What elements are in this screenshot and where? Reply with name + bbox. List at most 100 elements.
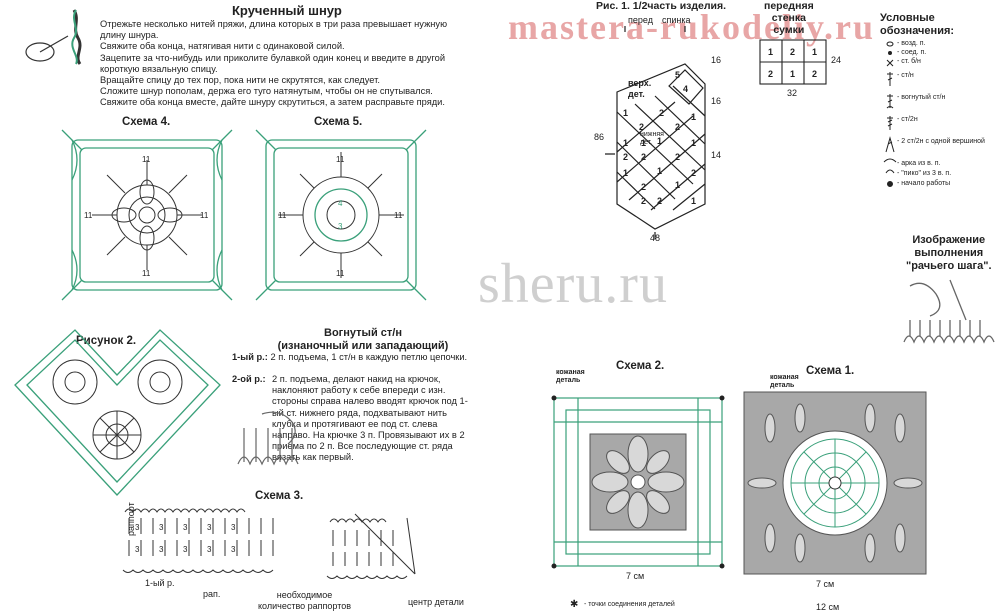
svg-text:11: 11 <box>278 211 287 220</box>
figure1-cell-number: 1 <box>623 168 628 178</box>
figure1-dim-16b: 16 <box>711 96 722 106</box>
figure1-cell-number: 2 <box>675 122 680 132</box>
figure1-front-label: перед <box>628 15 653 25</box>
concave-title: Вогнутый ст/н (изнаночный или западающий… <box>277 327 449 352</box>
figure1-bottom-part-label: нижняя дет. <box>640 131 664 146</box>
legend-item: - ст. б/н <box>897 58 921 65</box>
legend-title: Условные обозначения: <box>880 12 955 37</box>
cord-instructions: Отрежьте несколько нитей пряжи, длина ко… <box>100 19 448 108</box>
figure1-cell-number: 1 <box>691 138 696 148</box>
svg-text:3: 3 <box>135 523 140 532</box>
legend-item: - соед. п. <box>897 49 927 56</box>
svg-text:11: 11 <box>200 211 209 220</box>
scheme1-leather-label: кожаная деталь <box>770 374 799 389</box>
scheme3-rap-label: рап. <box>203 589 221 599</box>
scheme1-title: Схема 1. <box>806 365 855 377</box>
svg-text:3: 3 <box>231 523 236 532</box>
figure1-cell-number: 1 <box>691 112 696 122</box>
figure1-cell-number: 1 <box>623 138 628 148</box>
concave-row1-text: 2 п. подъема, 1 ст/н в каждую петлю цепо… <box>270 352 468 362</box>
figure2-title: Рисунок 2. <box>76 335 137 347</box>
svg-text:3: 3 <box>183 523 188 532</box>
figure1-cell-number: 2 <box>641 196 646 206</box>
concave-row2-text: 2 п. подъема, делают накид на крючок, на… <box>272 374 468 463</box>
concave-stitch-illustration <box>237 411 299 466</box>
figure2-diagram <box>14 329 221 496</box>
figure1-cell-number: 1 <box>675 180 680 190</box>
svg-text:3: 3 <box>231 545 236 554</box>
svg-text:11: 11 <box>84 211 93 220</box>
legend-list: - возд. п. - соед. п. - ст. б/н - ст/н -… <box>883 40 998 190</box>
scheme1-diagram <box>743 391 927 575</box>
legend-item: - ст/н <box>897 72 914 79</box>
legend-item: - арка из в. п. <box>897 160 941 167</box>
svg-text:3: 3 <box>338 222 343 231</box>
scheme3-row1-label: 1-ый р. <box>145 578 175 588</box>
figure1-cell-number: 2 <box>641 182 646 192</box>
scheme3-needed-label: необходимое количество раппортов <box>258 590 352 611</box>
svg-text:11: 11 <box>394 211 403 220</box>
legend-item: - начало работы <box>897 180 951 187</box>
scheme2-leather-label: кожаная деталь <box>556 369 585 384</box>
svg-text:11: 11 <box>336 155 345 164</box>
front-wall-h: 24 <box>831 55 842 65</box>
figure1-back-label: спинка <box>662 15 691 25</box>
legend-item: - ст/2н <box>897 116 918 123</box>
front-wall-cell-number: 1 <box>790 69 795 79</box>
legend-item: - "пико" из 3 в. п. <box>897 170 952 177</box>
front-wall-cell-number: 2 <box>790 47 795 57</box>
concave-row2-label: 2-ой р.: <box>232 374 266 384</box>
front-wall-title: передняя стенка сумки <box>764 0 814 36</box>
front-wall-w: 32 <box>787 88 798 98</box>
figure1-cell-number: 2 <box>639 122 644 132</box>
svg-text:3: 3 <box>135 545 140 554</box>
scheme2-diagram <box>551 395 725 569</box>
scheme5-diagram: 11 11 11 11 4 3 <box>255 129 427 301</box>
scheme5-title: Схема 5. <box>314 116 363 128</box>
svg-text:4: 4 <box>338 199 343 208</box>
legend-item: - вогнутый ст/н <box>897 94 946 101</box>
front-wall-cell-number: 1 <box>812 47 817 57</box>
joints-legend: - точки соединения деталей <box>584 601 675 608</box>
figure1-cell-number: 1 <box>641 138 646 148</box>
scheme4-title: Схема 4. <box>122 116 171 128</box>
watermark-middle: sheru.ru <box>478 253 668 315</box>
figure1-cell-number: 2 <box>691 168 696 178</box>
svg-text:3: 3 <box>207 523 212 532</box>
figure1-cell-number: 1 <box>657 136 662 146</box>
scheme1-size-7: 7 см <box>816 579 835 589</box>
twisted-cord-illustration <box>25 9 82 65</box>
svg-text:11: 11 <box>142 155 151 164</box>
figure1-cell-number: 2 <box>659 108 664 118</box>
figure1-cell-number: 2 <box>623 152 628 162</box>
figure1-cell-number: 1 <box>691 196 696 206</box>
svg-text:3: 3 <box>183 545 188 554</box>
figure1-cell-number: 2 <box>675 152 680 162</box>
figure1-dim-14: 14 <box>711 150 722 160</box>
figure1-cell-number: 1 <box>657 166 662 176</box>
legend-item: - возд. п. <box>897 40 926 47</box>
figure1-dim-86: 86 <box>594 132 605 142</box>
front-wall-cell-number: 2 <box>768 69 773 79</box>
svg-text:3: 3 <box>159 545 164 554</box>
scheme3-diagram: 3 3 3 3 3 3 3 3 3 3 <box>122 508 416 579</box>
svg-text:11: 11 <box>336 269 345 278</box>
scheme1-size-12: 12 см <box>816 602 840 612</box>
svg-text:3: 3 <box>207 545 212 554</box>
scheme2-size: 7 см <box>626 571 645 581</box>
svg-text:3: 3 <box>159 523 164 532</box>
crab-step-illustration <box>903 279 995 344</box>
cord-title: Крученный шнур <box>232 3 342 18</box>
joint-marker-icon: ✱ <box>570 599 579 610</box>
legend-symbols <box>883 41 897 187</box>
figure1-cell-number: 2 <box>657 196 662 206</box>
scheme3-title: Схема 3. <box>255 490 304 502</box>
concave-row1-label: 1-ый р.: <box>232 352 268 362</box>
figure1-cell-number: 1 <box>623 108 628 118</box>
figure1-cell-number: 4 <box>683 84 688 94</box>
crab-title: Изображение выполнения "рачьего шага". <box>906 234 992 272</box>
scheme2-title: Схема 2. <box>616 360 665 372</box>
